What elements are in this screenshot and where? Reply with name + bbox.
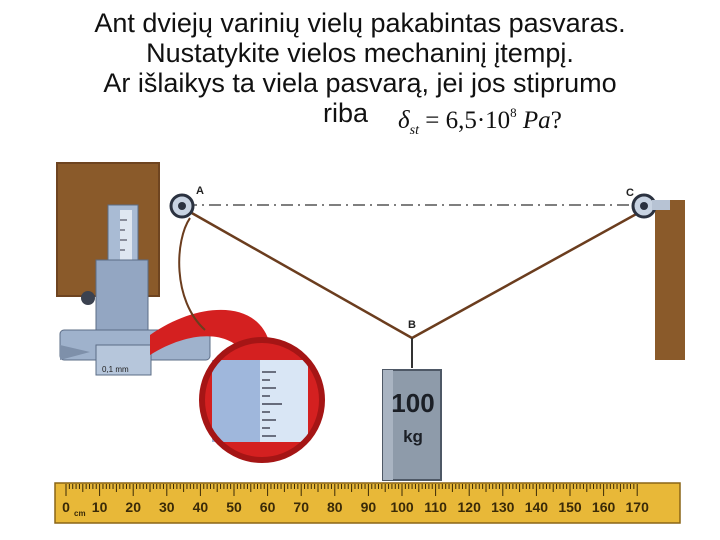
ruler-label: 10 <box>92 499 108 515</box>
strength-formula: δst = 6,5·108 Pa? <box>398 98 562 146</box>
problem-line-4: riba δst = 6,5·108 Pa? <box>0 98 720 138</box>
riba-label: riba <box>323 98 369 128</box>
ruler-label: 60 <box>260 499 276 515</box>
label-a: A <box>196 185 204 197</box>
delta-subscript: st <box>409 123 419 138</box>
magnifier-callout <box>150 309 325 463</box>
label-c: C <box>626 187 634 199</box>
pulley-c <box>631 193 670 219</box>
ruler-label: 130 <box>491 499 515 515</box>
delta-symbol: δ <box>398 107 410 134</box>
ruler-label: 110 <box>424 499 447 515</box>
formula-question-mark: ? <box>550 107 562 134</box>
ruler-label: 20 <box>125 499 141 515</box>
problem-line-3: Ar išlaikys ta viela pasvarą, jei jos st… <box>103 68 617 98</box>
ruler-unit: cm <box>74 509 86 518</box>
weight-100kg: 100 kg <box>382 369 442 481</box>
ruler-label: 90 <box>361 499 377 515</box>
ruler-label: 150 <box>558 499 582 515</box>
pulley-a <box>169 193 195 219</box>
formula-exponent: 8 <box>510 105 517 120</box>
wire-bc <box>411 210 641 340</box>
ruler-label: 70 <box>293 499 309 515</box>
problem-text: Ant dviejų varinių vielų pakabintas pasv… <box>0 8 720 138</box>
problem-line-1: Ant dviejų varinių vielų pakabintas pasv… <box>94 8 626 38</box>
ruler-label: 30 <box>159 499 175 515</box>
label-b: B <box>408 319 416 331</box>
ruler-label: 160 <box>592 499 616 515</box>
ruler-label: 170 <box>626 499 650 515</box>
ruler: 0 10 20 30 40 50 60 70 80 90 100 110 120 130 140 150 160… <box>54 482 681 524</box>
weight-value: 100 <box>391 388 434 418</box>
wire-to-caliper <box>178 217 206 331</box>
right-wood-post <box>655 200 685 360</box>
ruler-label: 100 <box>390 499 414 515</box>
ruler-label: 0 <box>62 499 70 515</box>
ruler-label: 50 <box>226 499 242 515</box>
weight-unit: kg <box>403 427 423 446</box>
caliper-label: 0,1 mm <box>102 365 129 374</box>
formula-unit: Pa <box>522 107 551 134</box>
problem-line-2: Nustatykite vielos mechaninį įtempį. <box>146 38 574 68</box>
ruler-label: 140 <box>525 499 549 515</box>
wire-ab <box>189 210 413 340</box>
ruler-label: 40 <box>193 499 209 515</box>
ruler-label: 120 <box>458 499 482 515</box>
ruler-label: 80 <box>327 499 343 515</box>
formula-value: = 6,5·10 <box>425 107 511 134</box>
caliper: 0,1 mm <box>59 204 211 376</box>
